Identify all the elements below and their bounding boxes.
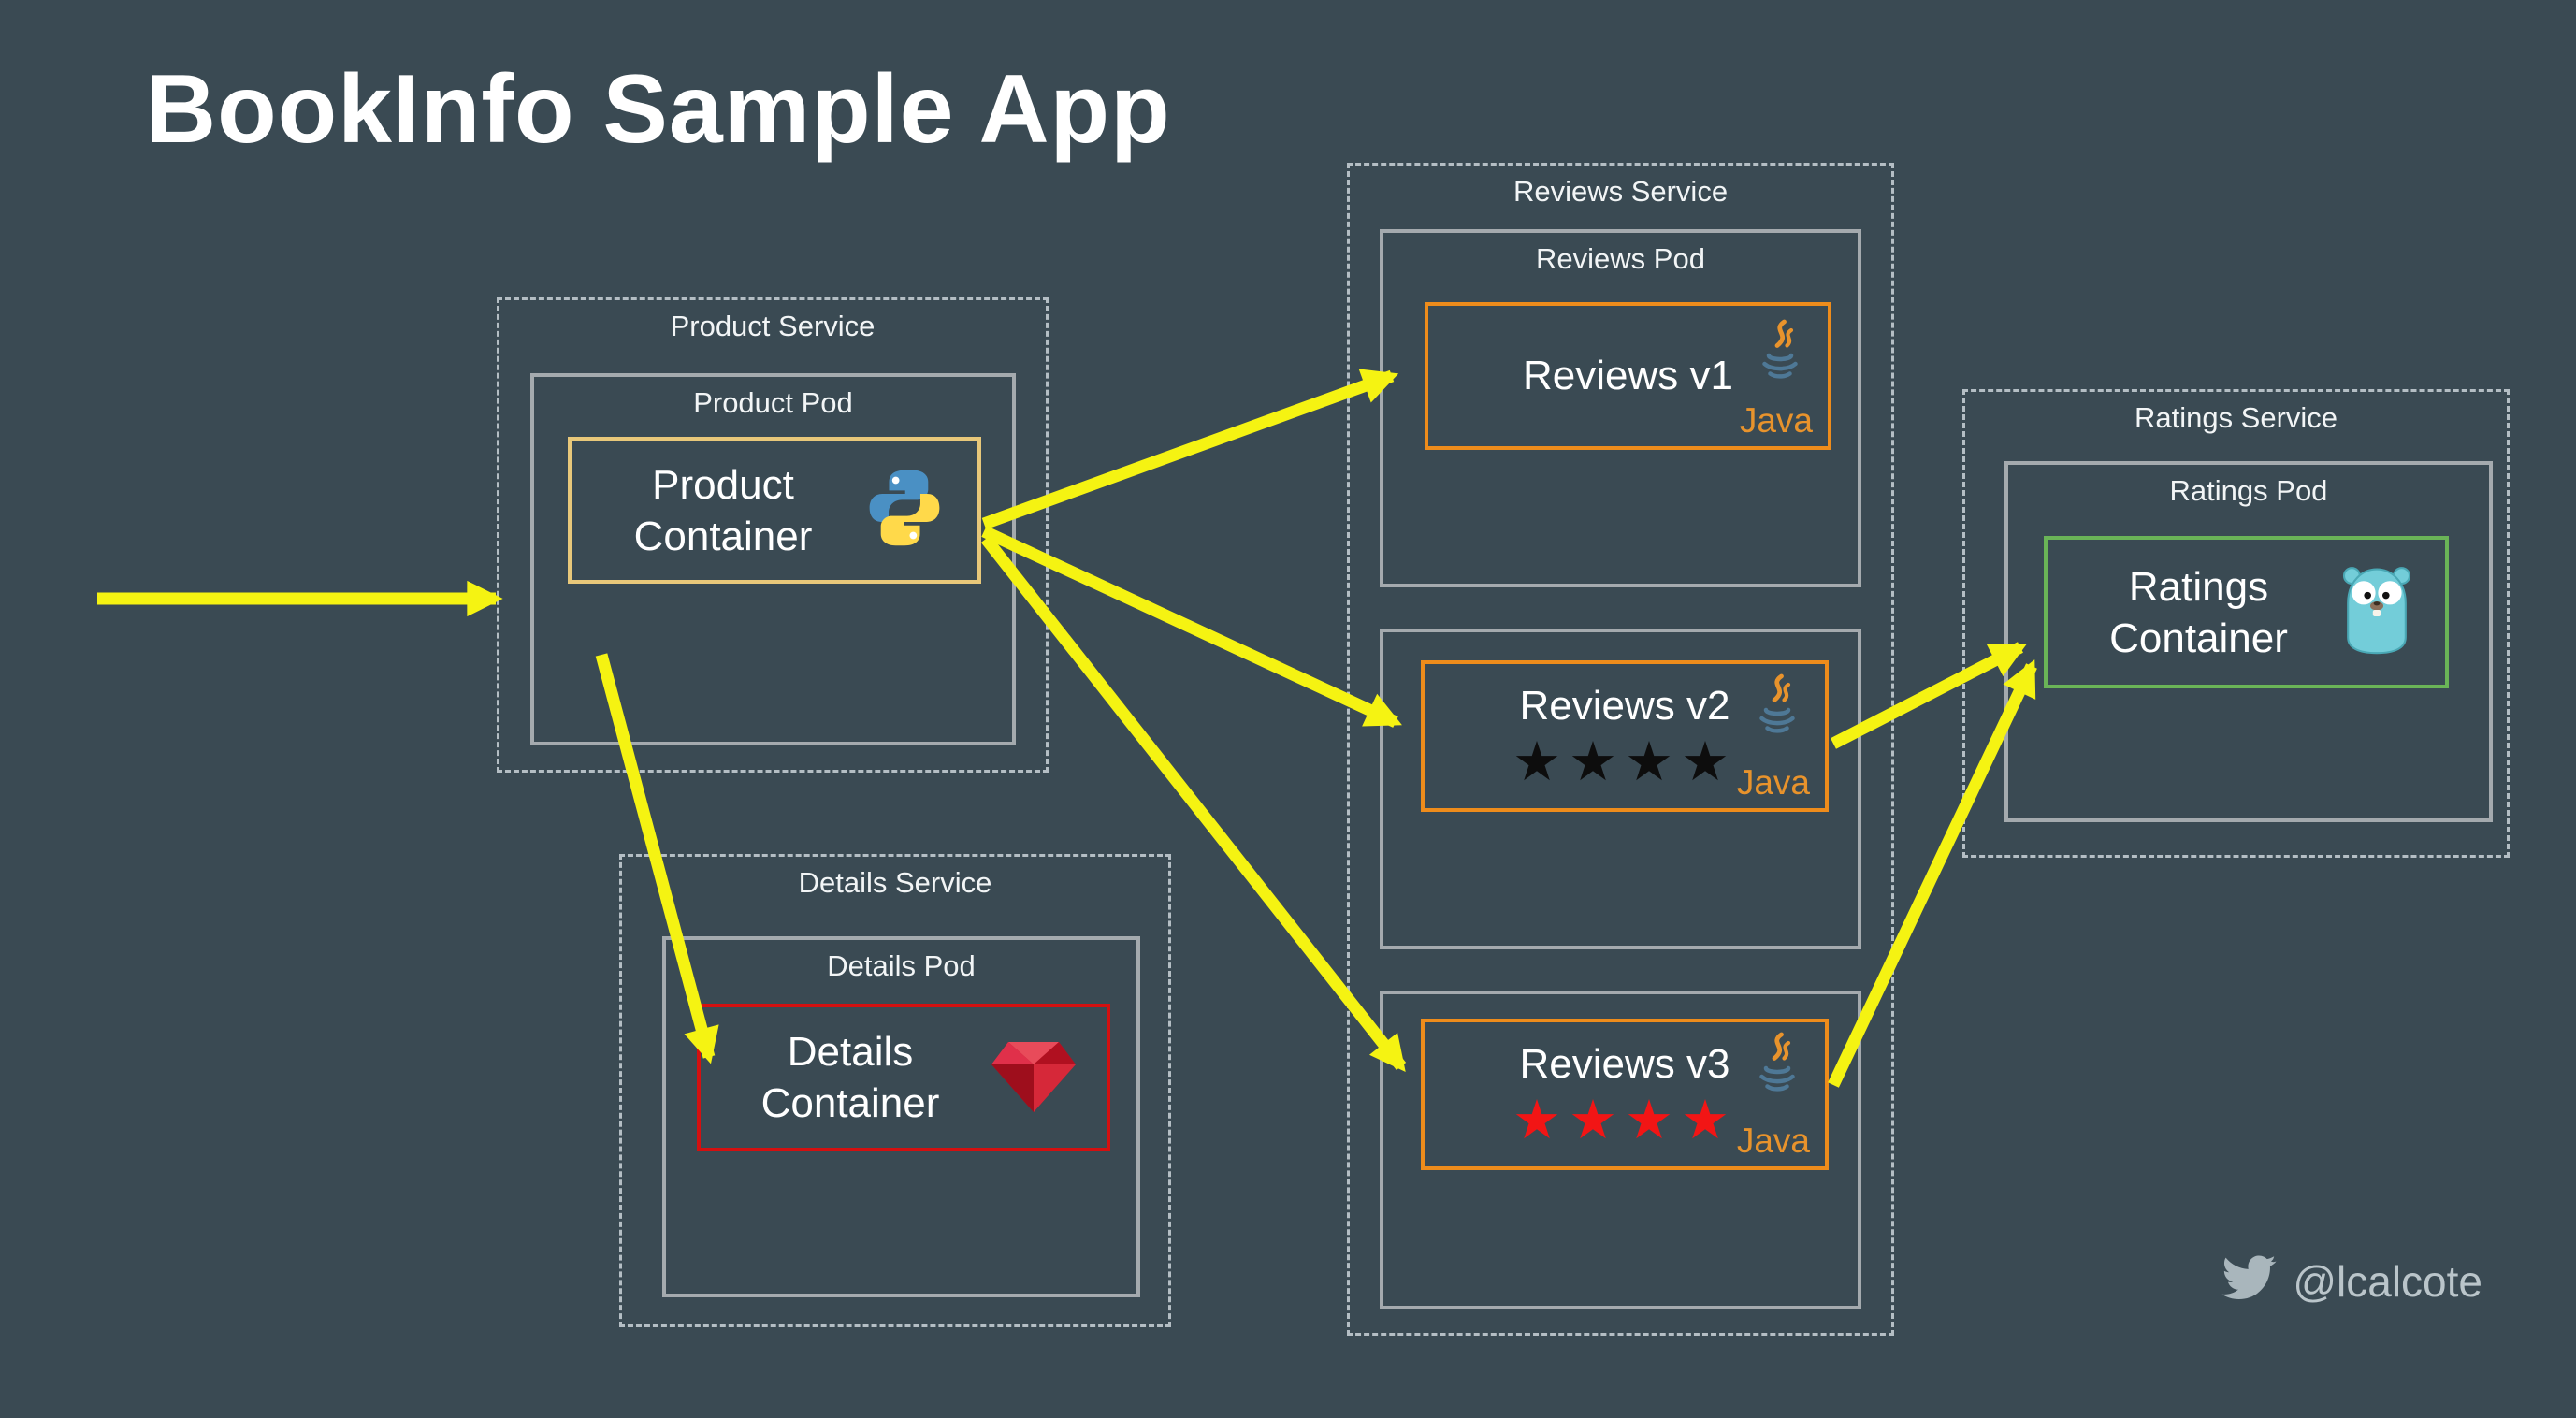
- details-pod-box: Details Pod Details Container: [662, 936, 1140, 1297]
- details-pod-label: Details Pod: [827, 949, 976, 982]
- python-icon: [861, 465, 948, 556]
- gopher-icon: [2337, 563, 2416, 661]
- reviews-pod2-box: Reviews v2 ★★★★ Java: [1380, 629, 1861, 949]
- twitter-icon: [2220, 1250, 2278, 1312]
- reviews-service-label: Reviews Service: [1512, 175, 1729, 208]
- product-pod-label: Product Pod: [693, 386, 853, 419]
- product-service-box: Product Service Product Pod Product Cont…: [497, 297, 1049, 773]
- reviews-v3-box: Reviews v3 ★★★★ Java: [1421, 1019, 1829, 1170]
- reviews-v3-stars: ★★★★: [1512, 1090, 1737, 1150]
- ratings-service-box: Ratings Service Ratings Pod Ratings Cont…: [1962, 389, 2510, 858]
- details-container-label: Details Container: [760, 1029, 940, 1126]
- product-container-box: Product Container: [568, 437, 981, 584]
- java-label: Java: [1736, 1121, 1810, 1160]
- reviews-v3-label: Reviews v3: [1519, 1041, 1730, 1087]
- java-icon: [1746, 673, 1808, 745]
- ratings-service-label: Ratings Service: [2134, 401, 2338, 434]
- details-service-box: Details Service Details Pod Details Cont…: [619, 854, 1171, 1327]
- ratings-container-label: Ratings Container: [2109, 563, 2288, 661]
- reviews-service-box: Reviews Service Reviews Pod Reviews v1 J…: [1347, 163, 1894, 1336]
- reviews-v1-label: Reviews v1: [1523, 353, 1733, 398]
- java-icon: [1746, 1032, 1808, 1104]
- product-container-label: Product Container: [633, 461, 813, 559]
- java-label: Java: [1739, 401, 1813, 440]
- product-pod-box: Product Pod Product Container: [530, 373, 1016, 745]
- java-icon: [1749, 319, 1811, 391]
- details-container-box: Details Container: [697, 1004, 1110, 1151]
- reviews-v1-box: Reviews v1 Java: [1425, 302, 1831, 450]
- product-service-label: Product Service: [670, 310, 876, 342]
- twitter-handle: @lcalcote: [2293, 1256, 2482, 1306]
- reviews-pod-label: Reviews Pod: [1536, 242, 1705, 275]
- reviews-pod1-box: Reviews Pod Reviews v1 Java: [1380, 229, 1861, 587]
- reviews-pod3-box: Reviews v3 ★★★★ Java: [1380, 991, 1861, 1309]
- ruby-icon: [989, 1034, 1078, 1122]
- reviews-v2-box: Reviews v2 ★★★★ Java: [1421, 660, 1829, 812]
- ratings-container-box: Ratings Container: [2044, 536, 2449, 688]
- java-label: Java: [1736, 763, 1810, 802]
- ratings-pod-label: Ratings Pod: [2169, 474, 2328, 507]
- reviews-v2-label: Reviews v2: [1519, 683, 1730, 729]
- page-title: BookInfo Sample App: [146, 55, 1171, 164]
- footer: @lcalcote: [2220, 1250, 2482, 1312]
- details-service-label: Details Service: [798, 866, 992, 899]
- reviews-v2-stars: ★★★★: [1512, 731, 1737, 792]
- ratings-pod-box: Ratings Pod Ratings Container: [2004, 461, 2493, 822]
